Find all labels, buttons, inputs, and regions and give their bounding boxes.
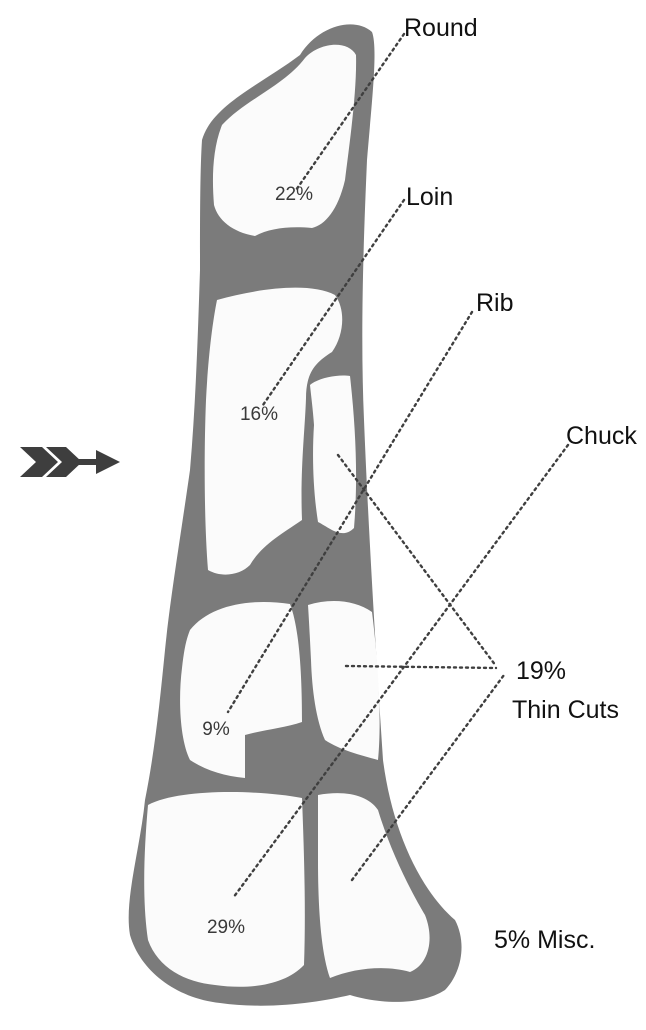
thin-cuts-percentage: 19% [516, 657, 566, 685]
cut-thin-cuts [310, 375, 356, 533]
misc-label: 5% Misc. [494, 926, 595, 954]
rib-label: Rib [476, 289, 514, 317]
chuck-percentage: 29% [207, 917, 245, 938]
rib-percentage: 9% [202, 719, 230, 740]
thin-cuts-label: Thin Cuts [512, 696, 619, 724]
loin-label: Loin [406, 183, 453, 211]
chuck-label: Chuck [566, 422, 637, 450]
round-percentage: 22% [275, 184, 313, 205]
arrow-right-icon [20, 447, 120, 477]
cut-chuck [144, 792, 305, 987]
loin-percentage: 16% [240, 404, 278, 425]
round-label: Round [404, 14, 478, 42]
